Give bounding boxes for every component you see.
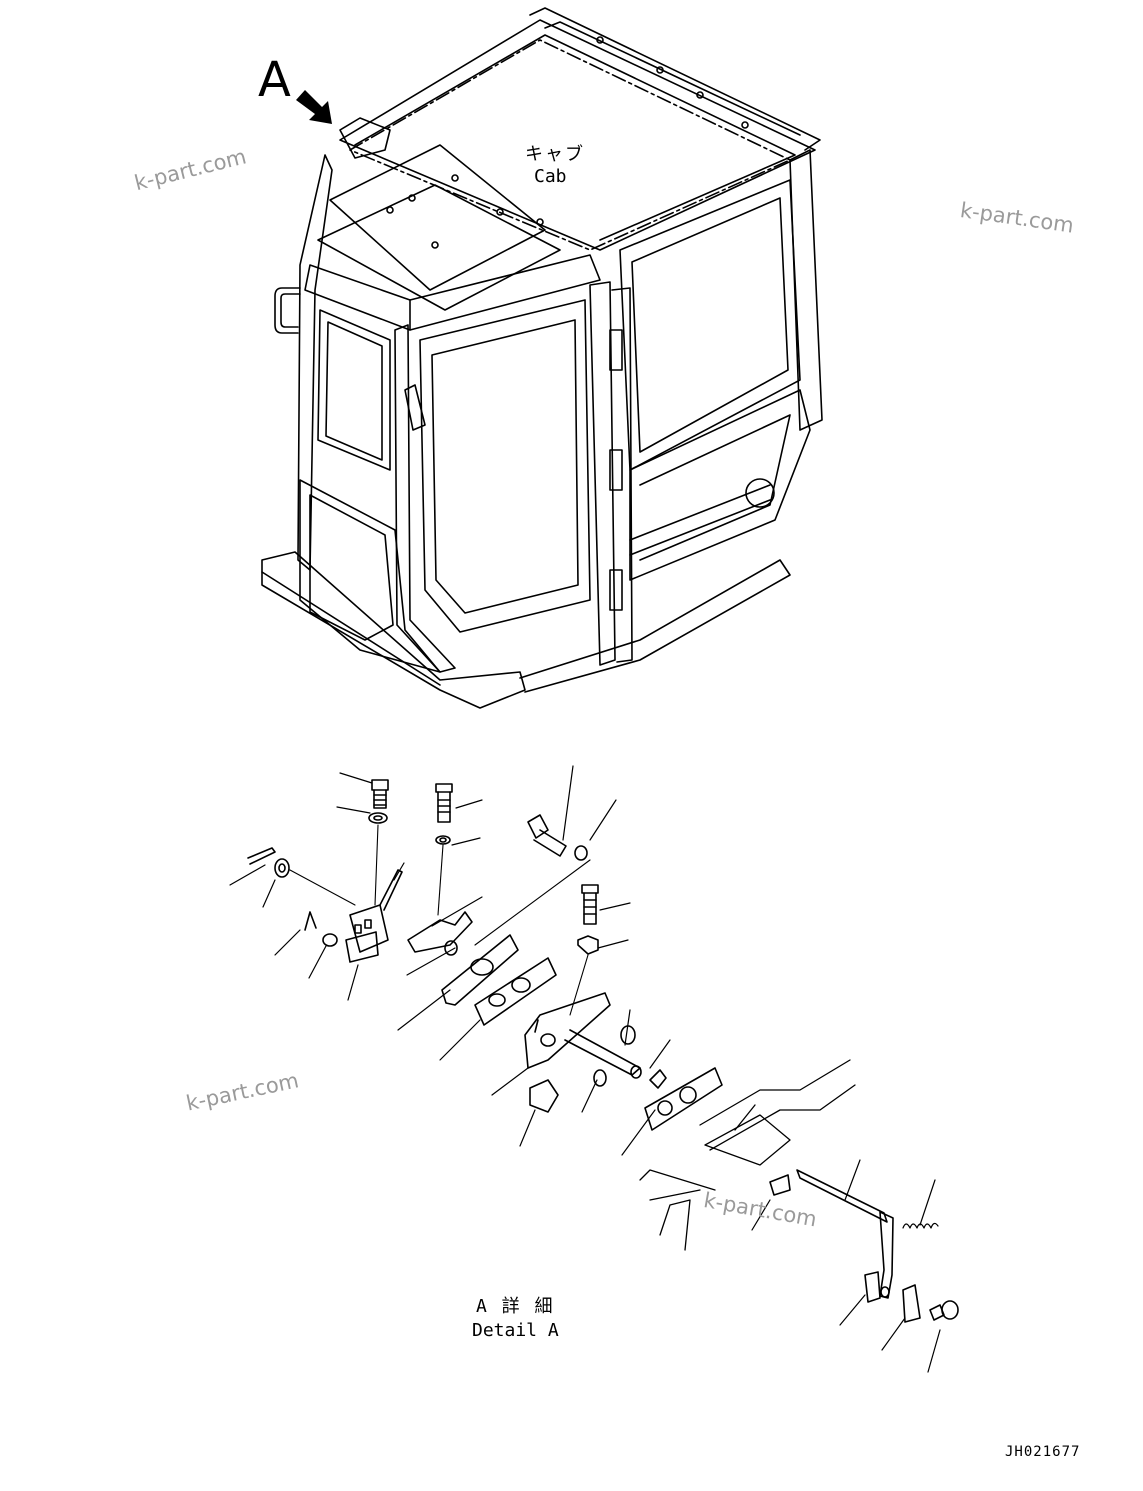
view-a-arrow xyxy=(296,90,332,124)
front-top-rail xyxy=(304,254,601,331)
bolt-3 xyxy=(527,814,567,857)
bolt-1 xyxy=(371,779,389,809)
rear-right-pillar xyxy=(789,149,823,431)
right-front-pillar xyxy=(589,281,616,666)
roof-front-panel xyxy=(329,144,546,291)
right-side-window xyxy=(619,179,801,471)
view-marker-letter: A xyxy=(258,52,291,108)
drawing-number: JH021677 xyxy=(1005,1444,1081,1460)
bolt-2 xyxy=(435,783,453,823)
bolt-4 xyxy=(581,884,599,925)
cab-base-plate xyxy=(261,551,526,709)
shim-plate-3 xyxy=(644,1067,723,1131)
left-window xyxy=(317,309,391,471)
detail-a-drawing xyxy=(229,765,959,1373)
shim-plate-1 xyxy=(441,934,519,1006)
spring xyxy=(902,1222,939,1229)
left-grab-handle xyxy=(274,287,301,334)
roof-panel xyxy=(349,39,791,251)
detail-label-japanese: A 詳 細 xyxy=(476,1296,555,1317)
cab-roof xyxy=(339,19,816,251)
striker xyxy=(407,911,473,956)
right-lower-body xyxy=(629,389,811,581)
leader-lines xyxy=(229,765,941,1373)
pad xyxy=(769,1174,791,1196)
cab-corner-partial xyxy=(639,1059,856,1251)
detail-label-english: Detail A xyxy=(472,1320,559,1341)
cab-label-japanese: キャブ xyxy=(525,144,585,165)
nut xyxy=(577,935,599,955)
shim-plate-2 xyxy=(474,957,557,1026)
release-lever-rod xyxy=(796,1169,894,1299)
cab-label-english: Cab xyxy=(534,166,567,187)
front-door-frame xyxy=(419,299,591,633)
cab-frame-drawing xyxy=(261,7,823,709)
shaft-bracket xyxy=(524,992,642,1079)
door-latch xyxy=(345,869,403,963)
cab-roof-inner xyxy=(354,34,796,241)
roof-rear-beam xyxy=(529,7,821,151)
front-center-pillar xyxy=(394,324,456,673)
front-lower-panel xyxy=(299,479,441,673)
